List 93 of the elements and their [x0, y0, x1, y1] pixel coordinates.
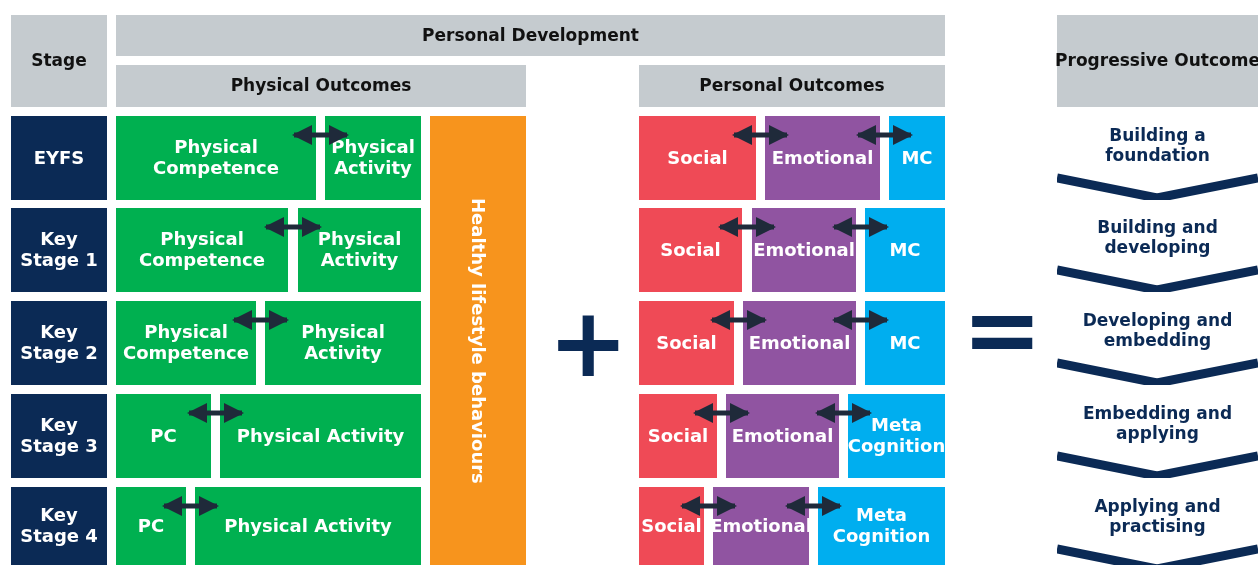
- cell-text: Key Stage 1: [19, 229, 99, 271]
- cell-text: Key Stage 3: [19, 415, 99, 457]
- cell-text: Physical Activity: [330, 137, 416, 179]
- cell-text: PC: [137, 515, 165, 537]
- outcome-box: [116, 487, 186, 565]
- outcome-box: [298, 208, 421, 292]
- cell-text: Emotional: [771, 147, 874, 169]
- cell-text: EYFS: [33, 147, 85, 169]
- outcome-box: [325, 116, 421, 200]
- outcome-box: [713, 487, 809, 565]
- header-cell: [1057, 15, 1258, 107]
- outcome-box: [639, 301, 734, 385]
- cell-text: Physical Activity: [236, 425, 405, 447]
- outcome-box: [743, 301, 856, 385]
- cell-text: Embedding and applying: [1081, 404, 1234, 444]
- outcome-box: [752, 208, 856, 292]
- cell-text: Physical Competence: [122, 322, 250, 364]
- outcome-box: [116, 394, 211, 478]
- cell-text: PC: [150, 425, 177, 447]
- cell-text: Emotional: [748, 332, 851, 354]
- double-arrow: [785, 496, 842, 516]
- outcome-box: [220, 394, 421, 478]
- outcome-box: [865, 208, 945, 292]
- outcome-box: [639, 116, 756, 200]
- double-arrow: [292, 125, 349, 145]
- double-arrow: [815, 403, 872, 423]
- cell-text: Emotional: [731, 425, 834, 447]
- stage-cell: [11, 116, 107, 200]
- outcome-box: [116, 116, 316, 200]
- cell-text: Key Stage 2: [19, 322, 99, 364]
- cell-text: Personal Development: [422, 25, 639, 46]
- cell-text: MC: [889, 239, 921, 261]
- cell-text: Applying and practising: [1093, 497, 1222, 537]
- vertical-bar: [430, 116, 526, 565]
- cell-text: Physical Competence: [138, 229, 266, 271]
- stage-cell: [11, 487, 107, 565]
- double-arrow: [856, 125, 913, 145]
- cell-text: Social: [656, 332, 717, 354]
- double-arrow: [680, 496, 737, 516]
- equals-sign: =: [962, 282, 1043, 378]
- outcome-box: [865, 301, 945, 385]
- double-arrow: [732, 125, 789, 145]
- cell-text: Physical Competence: [152, 137, 280, 179]
- outcome-box: [726, 394, 839, 478]
- cell-text: MC: [889, 332, 921, 354]
- cell-text: Social: [647, 425, 709, 447]
- stage-cell: [11, 394, 107, 478]
- cell-text: Social: [641, 515, 702, 537]
- outcome-box: [889, 116, 945, 200]
- cell-text: Physical Activity: [300, 322, 386, 364]
- double-arrow: [693, 403, 750, 423]
- cell-text: Physical Activity: [316, 229, 403, 271]
- double-arrow: [264, 217, 322, 237]
- header-cell: [639, 65, 945, 107]
- cell-text: Emotional: [710, 515, 812, 537]
- header-cell: [116, 15, 945, 56]
- outcome-box: [765, 116, 880, 200]
- outcome-box: [639, 394, 717, 478]
- cell-text: Personal Outcomes: [699, 76, 885, 96]
- outcome-box: [265, 301, 421, 385]
- cell-text: Healthy lifestyle behaviours: [467, 197, 489, 484]
- plus-sign: +: [548, 295, 629, 391]
- double-arrow: [832, 310, 889, 330]
- cell-text: Stage: [31, 51, 87, 71]
- outcome-box: [116, 208, 288, 292]
- cell-text: Physical Activity: [224, 515, 392, 537]
- header-cell: [116, 65, 526, 107]
- cell-text: Developing and embedding: [1081, 311, 1234, 351]
- cell-text: Social: [667, 147, 728, 169]
- stage-cell: [11, 208, 107, 292]
- cell-text: Meta Cognition: [831, 505, 932, 547]
- cell-text: MC: [901, 147, 933, 169]
- outcome-box: [195, 487, 421, 565]
- cell-text: Social: [660, 239, 721, 261]
- double-arrow: [162, 496, 219, 516]
- cell-text: Physical Outcomes: [230, 76, 412, 96]
- cell-text: Key Stage 4: [19, 505, 99, 547]
- outcome-box: [639, 487, 704, 565]
- double-arrow: [718, 217, 776, 237]
- cell-text: Building a foundation: [1104, 126, 1211, 166]
- double-arrow: [232, 310, 289, 330]
- double-arrow: [187, 403, 244, 423]
- outcome-box: [639, 208, 742, 292]
- cell-text: Building and developing: [1096, 218, 1219, 258]
- header-cell: [11, 15, 107, 107]
- outcome-box: [818, 487, 945, 565]
- double-arrow: [710, 310, 767, 330]
- outcome-box: [848, 394, 945, 478]
- stage-cell: [11, 301, 107, 385]
- double-arrow: [832, 217, 889, 237]
- outcome-box: [116, 301, 256, 385]
- cell-text: Meta Cognition: [847, 415, 946, 457]
- cell-text: Emotional: [753, 239, 855, 261]
